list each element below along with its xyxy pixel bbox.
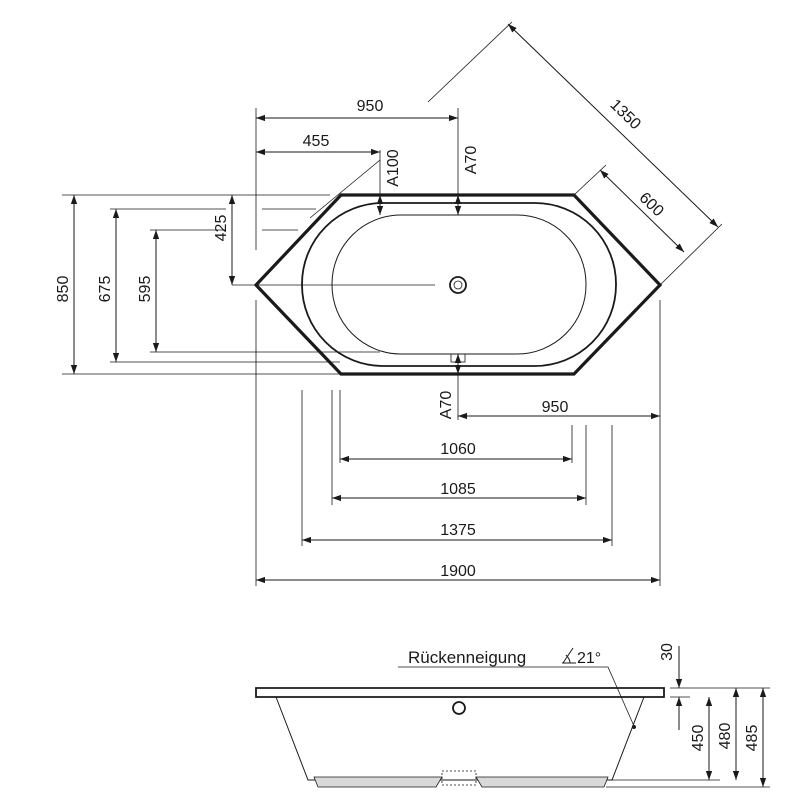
dim-label-850: 850 bbox=[55, 276, 72, 303]
backrest-leader bbox=[398, 666, 635, 727]
plan-view: 950 455 A100 A70 1350 600 850 bbox=[55, 21, 723, 586]
dim-label-675: 675 bbox=[97, 276, 114, 303]
dim-label-595: 595 bbox=[137, 276, 154, 303]
dim-label-1350: 1350 bbox=[606, 96, 643, 133]
dim-label-1085: 1085 bbox=[440, 481, 476, 498]
leader-dot-icon bbox=[632, 725, 636, 729]
dim-label-425: 425 bbox=[213, 215, 230, 242]
tub-side-rim bbox=[255, 687, 665, 698]
dim-label-450: 450 bbox=[690, 725, 707, 752]
dim-label-1900: 1900 bbox=[440, 563, 476, 580]
tub-side-feet bbox=[313, 776, 609, 788]
leader-line bbox=[309, 159, 381, 219]
dim-label-A70-bottom: A70 bbox=[438, 391, 455, 420]
ext-line-1350 bbox=[427, 21, 513, 103]
backrest-angle: 21° bbox=[577, 650, 601, 667]
backrest-label: Rückenneigung bbox=[408, 648, 526, 667]
dim-label-485: 485 bbox=[744, 725, 761, 752]
tub-outer-outline bbox=[253, 193, 663, 376]
dim-label-950-top: 950 bbox=[357, 98, 384, 115]
tub-rim bbox=[301, 202, 617, 367]
ext-line-600 bbox=[573, 164, 607, 196]
dim-label-30: 30 bbox=[659, 643, 676, 661]
dim-line-600 bbox=[599, 169, 685, 253]
dim-label-1060: 1060 bbox=[440, 441, 476, 458]
ext-line-1350b bbox=[659, 223, 723, 286]
tub-side-center-foot bbox=[441, 770, 477, 786]
drain-icon bbox=[449, 276, 467, 294]
tub-basin bbox=[331, 214, 587, 355]
dim-label-950-right: 950 bbox=[542, 399, 569, 416]
dim-label-455: 455 bbox=[303, 133, 330, 150]
side-view: Rückenneigung 21° 30 450 480 485 bbox=[255, 643, 770, 788]
angle-icon bbox=[562, 647, 576, 664]
dim-label-A100: A100 bbox=[385, 149, 402, 186]
tub-side-body bbox=[275, 696, 645, 781]
overflow-hole-icon bbox=[452, 701, 466, 715]
drain-inner-icon bbox=[453, 280, 463, 290]
dim-label-1375: 1375 bbox=[440, 522, 476, 539]
dim-label-480: 480 bbox=[717, 723, 734, 750]
dim-label-600: 600 bbox=[636, 189, 667, 220]
dim-label-A70-top: A70 bbox=[463, 146, 480, 175]
